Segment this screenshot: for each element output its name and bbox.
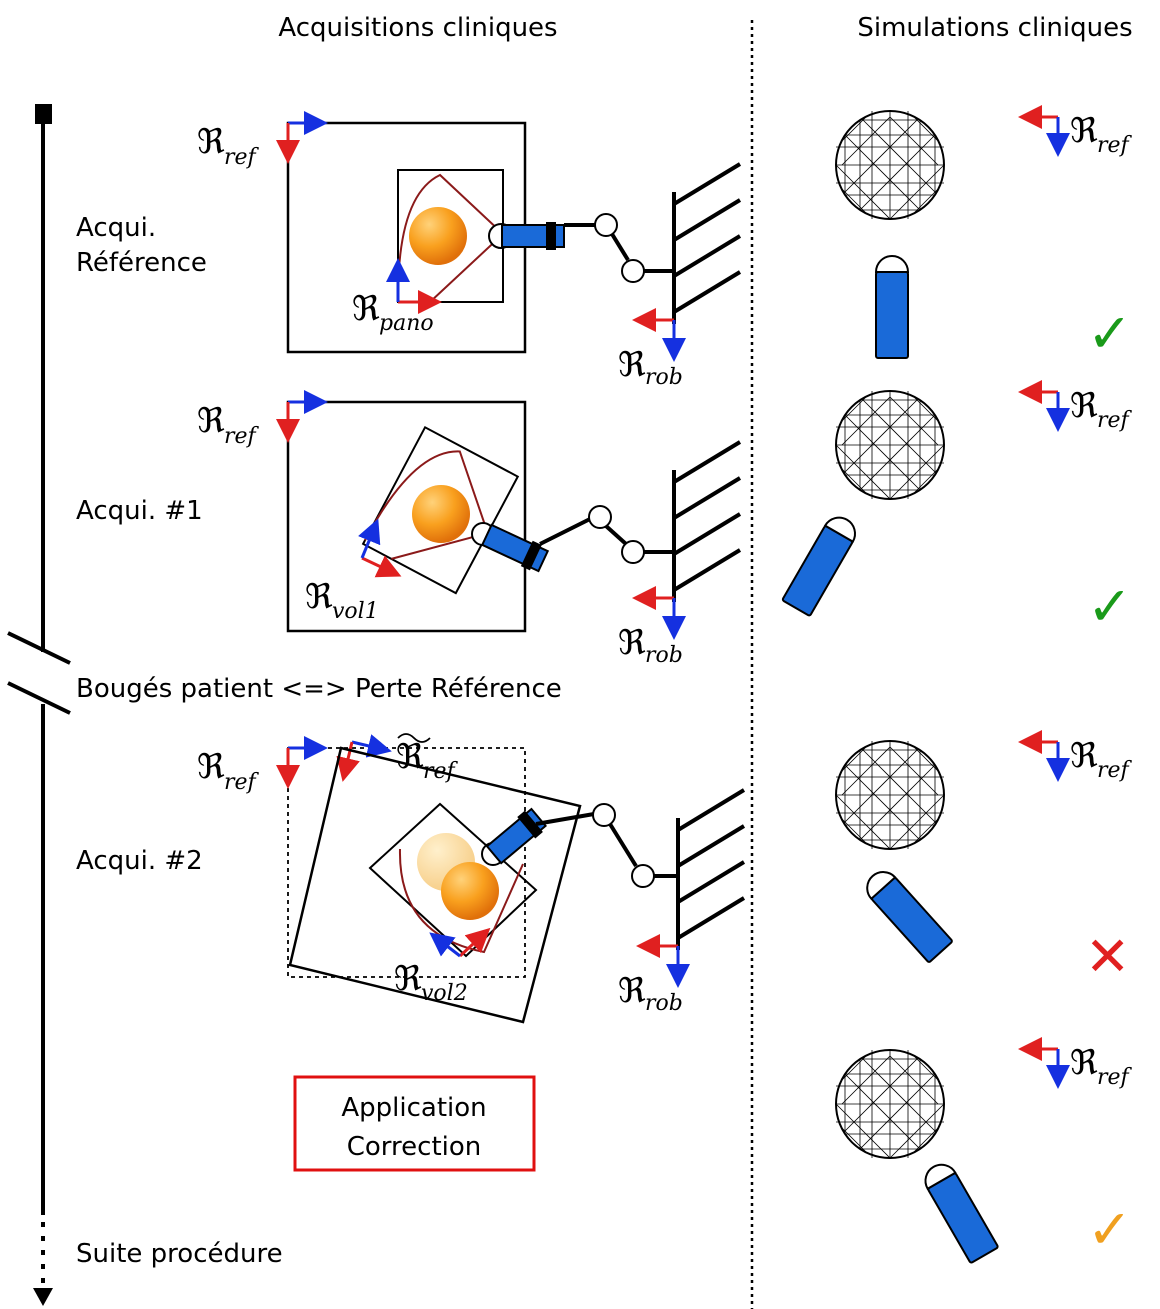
sim1-frame-symbol: ℜ xyxy=(1070,111,1098,151)
frame-pano-sub: pano xyxy=(379,311,434,336)
header-acquisitions: Acquisitions cliniques xyxy=(278,13,557,43)
correction-label-2: Correction xyxy=(347,1132,482,1162)
acq2-panel: ℜ ref ℜ ref ℜ vol2 ℜ rob xyxy=(197,733,746,1024)
frame-ref-sub-3: ref xyxy=(224,770,260,795)
frame-rob-symbol-2: ℜ xyxy=(618,623,646,663)
frame-ref-symbol-2: ℜ xyxy=(197,401,225,441)
frame-rob-sub-3: rob xyxy=(645,991,683,1016)
frame-vol2-sub: vol2 xyxy=(421,981,468,1006)
step-movement-label: Bougés patient <=> Perte Référence xyxy=(76,674,562,704)
sim4-frame-symbol: ℜ xyxy=(1070,1043,1098,1083)
timeline xyxy=(7,104,71,1306)
frame-vol2-symbol: ℜ xyxy=(394,959,422,999)
correction-box: Application Correction xyxy=(293,1075,536,1172)
sim2-frame-sub: ref xyxy=(1097,408,1133,433)
sim4-status: ✓ xyxy=(1087,1198,1132,1261)
step-reference-label-1: Acqui. xyxy=(76,213,156,243)
step-acq1-label: Acqui. #1 xyxy=(76,496,203,526)
sim3-status: ✕ xyxy=(1085,925,1130,988)
frame-rob-sub: rob xyxy=(645,365,683,390)
sim2-status: ✓ xyxy=(1087,575,1132,638)
sim-acq2: ℜ ref ✕ xyxy=(835,730,1133,988)
frame-pano-symbol: ℜ xyxy=(352,289,380,329)
sim3-frame-sub: ref xyxy=(1097,758,1133,783)
sim3-frame-symbol: ℜ xyxy=(1070,736,1098,776)
sim-acq1: ℜ ref ✓ xyxy=(781,380,1133,638)
frame-rob-symbol-3: ℜ xyxy=(618,971,646,1011)
sim-correction: ℜ ref ✓ xyxy=(835,1037,1133,1264)
sim4-frame-sub: ref xyxy=(1097,1065,1133,1090)
target-sphere xyxy=(409,207,467,265)
step-suite-label: Suite procédure xyxy=(76,1239,283,1269)
step-reference-label-2: Référence xyxy=(76,248,207,278)
frame-ref-symbol: ℜ xyxy=(197,122,225,162)
acq1-panel: ℜ ref ℜ vol1 ℜ rob xyxy=(197,390,742,668)
sim-reference: ℜ ref ✓ xyxy=(835,105,1133,365)
frame-ref-sub-2: ref xyxy=(224,424,260,449)
correction-label-1: Application xyxy=(341,1093,486,1123)
frame-vol1-sub: vol1 xyxy=(332,599,379,624)
sim2-frame-symbol: ℜ xyxy=(1070,386,1098,426)
frame-ref-sub: ref xyxy=(224,145,260,170)
frame-rob-symbol: ℜ xyxy=(618,345,646,385)
frame-ref-symbol-3: ℜ xyxy=(197,747,225,787)
frame-rob-sub-2: rob xyxy=(645,643,683,668)
header-simulations: Simulations cliniques xyxy=(857,13,1132,43)
sim1-status: ✓ xyxy=(1087,302,1132,365)
frame-ref-moved-symbol: ℜ xyxy=(396,737,424,777)
acq-reference-panel: ℜ ref ℜ pano ℜ rob xyxy=(197,111,742,390)
sim1-frame-sub: ref xyxy=(1097,133,1133,158)
step-acq2-label: Acqui. #2 xyxy=(76,846,203,876)
frame-vol1-symbol: ℜ xyxy=(305,577,333,617)
